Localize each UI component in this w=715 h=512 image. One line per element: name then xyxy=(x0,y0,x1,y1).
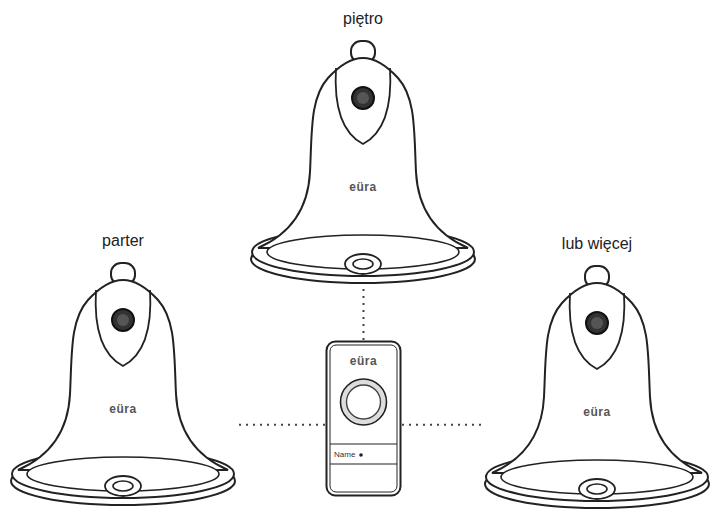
brand-logo: eüra xyxy=(349,180,376,194)
push-button: eüraName xyxy=(325,340,402,497)
wireless-link xyxy=(363,285,365,340)
name-label: Name xyxy=(334,450,355,459)
location-label: piętro xyxy=(343,10,383,28)
chime-bell: piętroeüra xyxy=(248,40,478,285)
chime-bell: lub więcejeüra xyxy=(482,265,712,510)
location-label: parter xyxy=(102,232,144,250)
wireless-link xyxy=(238,424,325,426)
bell-outline xyxy=(482,265,712,510)
bell-outline xyxy=(8,262,238,507)
brand-logo: eüra xyxy=(109,402,136,416)
wireless-link xyxy=(402,424,482,426)
chime-bell: partereüra xyxy=(8,262,238,507)
brand-logo: eüra xyxy=(583,405,610,419)
bell-outline xyxy=(248,40,478,285)
location-label: lub więcej xyxy=(562,235,632,253)
brand-logo: eüra xyxy=(350,354,377,368)
